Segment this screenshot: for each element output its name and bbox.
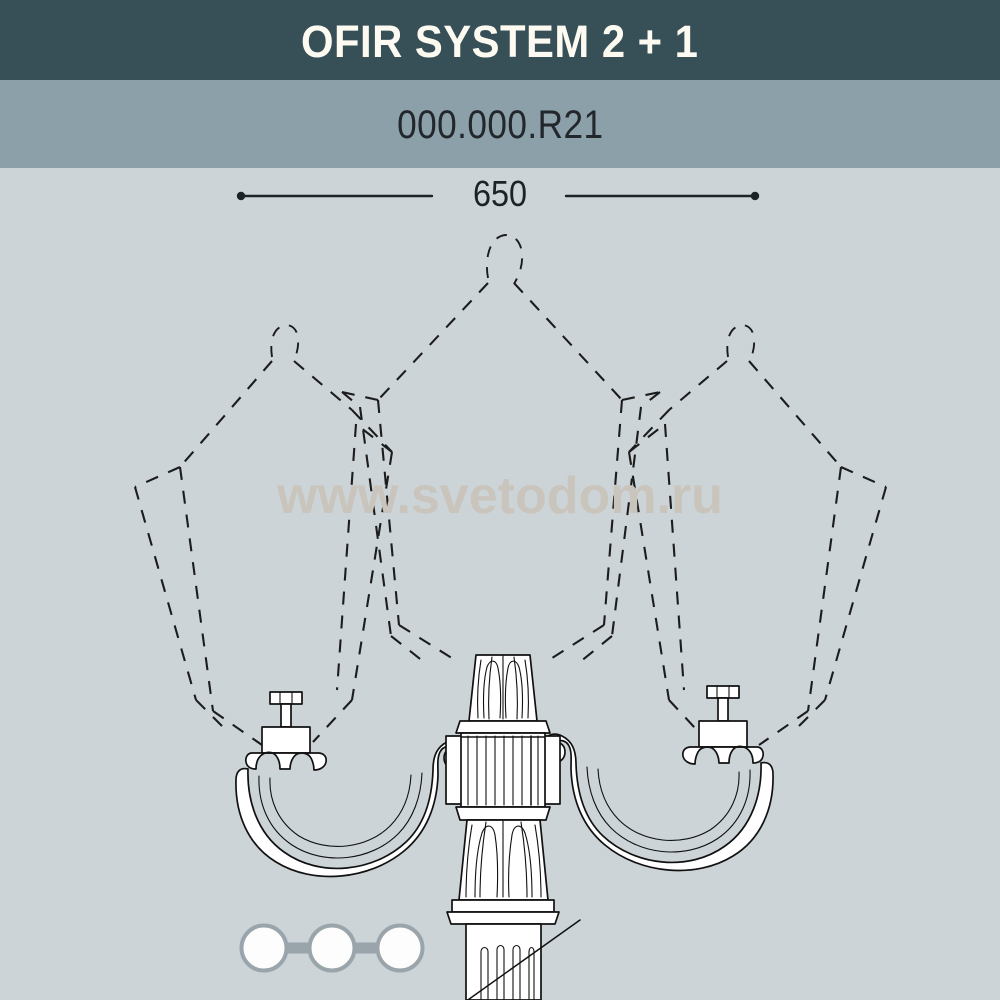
config-lamp-circle-right	[375, 923, 425, 973]
lamp-socket-right	[698, 685, 748, 748]
dimension-line-650	[236, 191, 760, 201]
central-fluted-column	[445, 654, 561, 1000]
lantern-center-outline	[341, 234, 661, 663]
config-lamp-circle-left	[239, 923, 289, 973]
product-code-band: 000.000.R21	[0, 80, 1000, 168]
title-band: OFIR SYSTEM 2 + 1	[0, 0, 1000, 80]
page-title: OFIR SYSTEM 2 + 1	[301, 15, 699, 67]
product-code: 000.000.R21	[396, 103, 604, 147]
lantern-right-outline	[627, 324, 888, 746]
lamp-arm-left	[235, 739, 469, 878]
lamp-post-technical-drawing: .solid { fill:#ffffff; stroke:#111111; s…	[133, 191, 888, 1000]
technical-drawing-area: .solid { fill:#ffffff; stroke:#111111; s…	[0, 168, 1000, 1000]
lamp-configuration-icon	[239, 923, 425, 973]
lamp-arm-right	[540, 733, 774, 872]
lamp-socket-left	[261, 691, 311, 754]
lantern-left-outline	[133, 324, 394, 746]
config-lamp-circle-center	[307, 923, 357, 973]
ground-line	[466, 919, 581, 1000]
